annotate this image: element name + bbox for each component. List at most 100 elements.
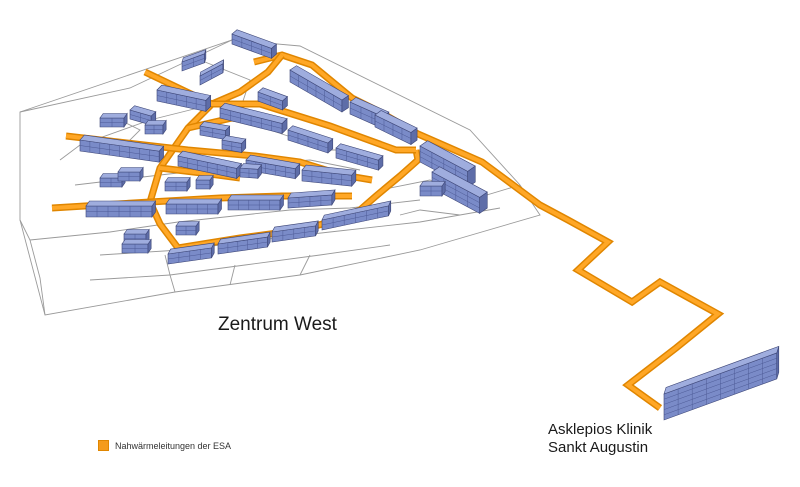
building-roof bbox=[129, 105, 157, 117]
street-outline bbox=[19, 219, 46, 316]
building bbox=[257, 87, 289, 111]
building-roof bbox=[199, 59, 224, 77]
street-outline bbox=[399, 209, 461, 216]
legend: Nahwärmeleitungen der ESA bbox=[98, 440, 231, 451]
building-roof bbox=[217, 231, 271, 245]
building-floor-divider bbox=[181, 58, 205, 67]
street-outline bbox=[89, 274, 171, 281]
building-floor-divider bbox=[129, 114, 152, 121]
building-roof bbox=[419, 140, 476, 172]
building-floor-divider bbox=[301, 175, 352, 181]
building bbox=[289, 65, 350, 113]
building bbox=[121, 238, 152, 254]
building bbox=[167, 242, 215, 265]
building-roof bbox=[199, 121, 231, 131]
building-floor-divider bbox=[663, 368, 777, 410]
building bbox=[79, 134, 165, 163]
building-roof bbox=[231, 29, 278, 49]
street-outline bbox=[169, 244, 391, 276]
building-floor-divider bbox=[663, 373, 777, 416]
building bbox=[271, 220, 319, 243]
legend-pipe-label: Nahwärmeleitungen der ESA bbox=[115, 440, 232, 451]
building bbox=[374, 110, 418, 146]
building bbox=[99, 112, 128, 128]
building bbox=[221, 135, 247, 154]
building-roof bbox=[271, 220, 319, 233]
building-floor-divider bbox=[257, 96, 283, 106]
building-roof bbox=[175, 221, 200, 227]
building-roof bbox=[227, 194, 285, 201]
district-label: Zentrum West bbox=[218, 314, 337, 335]
building-floor-divider bbox=[335, 152, 379, 166]
street-outline bbox=[59, 99, 231, 161]
building-floor-divider bbox=[663, 363, 777, 405]
building-roof bbox=[301, 164, 357, 176]
building bbox=[156, 84, 212, 113]
building bbox=[129, 105, 157, 126]
building-roof bbox=[117, 167, 144, 173]
building-floor-divider bbox=[287, 199, 332, 204]
building-roof bbox=[144, 120, 167, 126]
building bbox=[301, 164, 357, 188]
building bbox=[165, 198, 223, 215]
building-roof bbox=[167, 242, 215, 255]
building-roof bbox=[245, 154, 301, 170]
building bbox=[219, 102, 288, 135]
building-roof bbox=[85, 200, 157, 207]
building-floor-divider bbox=[271, 230, 316, 238]
building-floor-divider bbox=[231, 38, 272, 54]
building bbox=[227, 194, 285, 211]
building-roof bbox=[663, 345, 780, 395]
building-roof bbox=[239, 163, 263, 170]
building-roof bbox=[287, 125, 334, 144]
building bbox=[117, 166, 144, 182]
building-floor-divider bbox=[177, 160, 237, 174]
building-floor-divider bbox=[199, 130, 226, 136]
legend-pipe-swatch bbox=[98, 440, 109, 451]
building-roof bbox=[99, 113, 128, 119]
building-roof bbox=[221, 135, 247, 144]
building bbox=[321, 200, 392, 231]
building bbox=[144, 119, 167, 135]
street-outline bbox=[164, 254, 176, 293]
building-floor-divider bbox=[419, 151, 468, 177]
building-floor-divider bbox=[199, 68, 224, 81]
building bbox=[287, 125, 334, 154]
clinic-label-line2: Sankt Augustin bbox=[548, 439, 649, 456]
building-floor-divider bbox=[239, 172, 258, 175]
building bbox=[175, 220, 200, 236]
building-floor-divider bbox=[221, 144, 242, 149]
building-floor-divider bbox=[219, 112, 283, 129]
building-roof bbox=[165, 198, 223, 205]
building-floor-divider bbox=[321, 210, 389, 226]
building bbox=[199, 59, 224, 86]
street-outline bbox=[229, 264, 236, 286]
building-roof bbox=[181, 49, 207, 63]
building-roof bbox=[156, 84, 212, 101]
building bbox=[195, 174, 214, 190]
building bbox=[335, 143, 384, 171]
clinic-label: Asklepios Klinik Sankt Augustin bbox=[548, 421, 652, 457]
pipe-main-line bbox=[253, 52, 722, 410]
building-roof bbox=[335, 143, 384, 161]
building-roof bbox=[123, 229, 150, 235]
building bbox=[85, 200, 157, 218]
building-floor-divider bbox=[287, 134, 329, 149]
building bbox=[419, 180, 446, 197]
building-roof bbox=[431, 166, 488, 198]
building bbox=[177, 150, 243, 180]
buildings bbox=[79, 29, 780, 421]
clinic-label-line1: Asklepios Klinik bbox=[548, 421, 653, 438]
building-floor-divider bbox=[663, 357, 777, 400]
building-roof bbox=[287, 189, 336, 199]
building-floor-divider bbox=[374, 120, 412, 139]
building bbox=[239, 163, 263, 180]
building bbox=[663, 345, 780, 421]
building-floor-divider bbox=[79, 145, 160, 157]
building-roof bbox=[121, 239, 152, 245]
building bbox=[164, 176, 191, 192]
building-roof bbox=[79, 134, 165, 152]
building-roof bbox=[321, 200, 392, 221]
building-floor-divider bbox=[167, 252, 212, 260]
